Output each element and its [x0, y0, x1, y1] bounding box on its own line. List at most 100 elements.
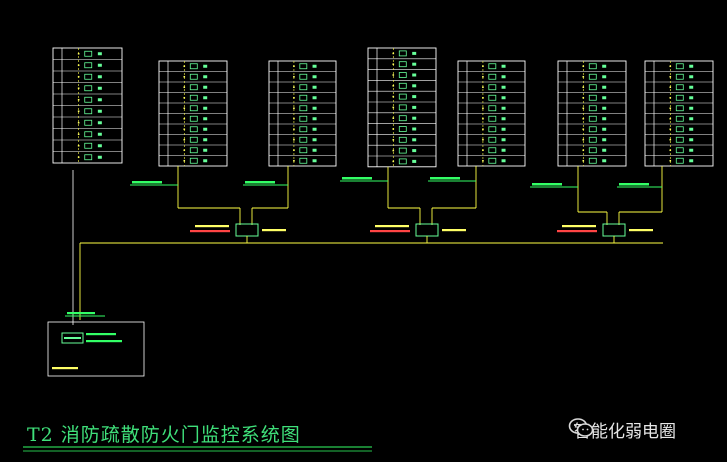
door-module-symbol	[299, 126, 308, 133]
door-label-mark	[312, 64, 317, 68]
door-label-mark	[412, 73, 417, 77]
door-module-symbol	[488, 115, 497, 122]
door-label-mark	[203, 96, 208, 100]
door-label-mark	[412, 84, 417, 88]
door-module-symbol	[398, 158, 407, 165]
door-label-mark	[689, 85, 694, 89]
door-label-mark	[501, 96, 506, 100]
door-label-mark	[501, 117, 506, 121]
junction-tag-text	[442, 229, 466, 232]
door-label-mark	[97, 86, 102, 90]
door-label-mark	[689, 138, 694, 142]
door-label-mark	[412, 62, 417, 66]
door-module-symbol	[189, 136, 198, 143]
bus-tap-dot	[392, 139, 395, 141]
door-module-symbol	[299, 84, 308, 91]
door-label-mark	[412, 51, 417, 55]
bus-tap-dot	[582, 107, 585, 110]
door-label-mark	[203, 75, 208, 79]
door-label-mark	[412, 95, 417, 99]
door-module-symbol	[189, 105, 198, 112]
door-module-symbol	[488, 84, 497, 91]
junction-tag-text	[562, 225, 596, 228]
door-module-symbol	[588, 63, 597, 70]
controller-enclosure	[47, 321, 145, 377]
door-module-symbol	[488, 94, 497, 101]
door-module-symbol	[588, 157, 597, 164]
controller-module-box	[61, 332, 84, 344]
door-module-symbol	[588, 94, 597, 101]
door-label-mark	[501, 159, 506, 163]
door-module-symbol	[84, 96, 93, 103]
door-module-symbol	[488, 157, 497, 164]
door-label-mark	[312, 96, 317, 100]
door-module-symbol	[488, 63, 497, 70]
door-label-mark	[689, 64, 694, 68]
door-label-mark	[412, 149, 417, 153]
bus-tap-dot	[392, 149, 395, 152]
door-module-symbol	[299, 147, 308, 154]
door-label-mark	[312, 127, 317, 131]
door-label-mark	[689, 117, 694, 121]
door-label-mark	[689, 159, 694, 163]
wechat-watermark: 智能化弱电圈	[568, 417, 676, 442]
door-module-symbol	[675, 94, 684, 101]
door-label-mark	[412, 159, 417, 163]
bus-tap-dot	[77, 121, 80, 124]
door-module-symbol	[189, 63, 198, 70]
bus-tap-dot	[77, 133, 80, 136]
door-label-mark	[501, 148, 506, 152]
junction-module-box	[602, 223, 626, 237]
bus-tap-dot	[582, 138, 585, 141]
bus-tap-dot	[669, 159, 672, 162]
bus-tap-dot	[183, 107, 186, 110]
door-label-mark	[602, 159, 607, 163]
door-module-symbol	[675, 136, 684, 143]
door-module-symbol	[189, 94, 198, 101]
junction-tag-text	[190, 230, 230, 233]
door-module-symbol	[398, 115, 407, 122]
bus-tap-dot	[392, 117, 395, 119]
door-label-mark	[203, 106, 208, 110]
door-module-symbol	[84, 131, 93, 138]
door-module-symbol	[398, 72, 407, 78]
door-module-symbol	[675, 73, 684, 80]
door-module-symbol	[299, 157, 308, 164]
door-label-mark	[412, 116, 417, 120]
junction-tag-text	[195, 225, 229, 228]
door-label-mark	[312, 148, 317, 152]
door-label-mark	[97, 98, 102, 102]
bus-tap-dot	[183, 138, 186, 141]
door-label-mark	[689, 106, 694, 110]
door-label-mark	[203, 85, 208, 89]
door-label-mark	[602, 75, 607, 79]
door-label-mark	[97, 144, 102, 148]
door-label-mark	[689, 127, 694, 131]
controller-feed-label-text	[67, 312, 95, 315]
door-module-symbol	[84, 142, 93, 149]
door-label-mark	[97, 75, 102, 79]
door-module-symbol	[299, 115, 308, 122]
bus-tap-dot	[669, 75, 672, 78]
door-label-mark	[602, 106, 607, 110]
bus-tap-dot	[669, 107, 672, 110]
door-module-symbol	[588, 115, 597, 122]
door-label-mark	[312, 75, 317, 79]
door-label-mark	[203, 127, 208, 131]
bus-tap-dot	[293, 75, 295, 78]
junction-tag-text	[557, 230, 597, 233]
door-module-symbol	[675, 115, 684, 122]
bus-tap-dot	[582, 159, 585, 162]
door-module-symbol	[398, 147, 407, 154]
door-label-mark	[97, 52, 102, 56]
door-label-mark	[501, 106, 506, 110]
door-label-mark	[602, 85, 607, 89]
controller-module-text	[64, 337, 81, 339]
door-module-symbol	[84, 154, 93, 161]
controller-room-label	[52, 367, 78, 370]
door-label-mark	[602, 117, 607, 121]
door-module-symbol	[588, 73, 597, 80]
door-label-mark	[689, 148, 694, 152]
door-module-symbol	[675, 126, 684, 133]
